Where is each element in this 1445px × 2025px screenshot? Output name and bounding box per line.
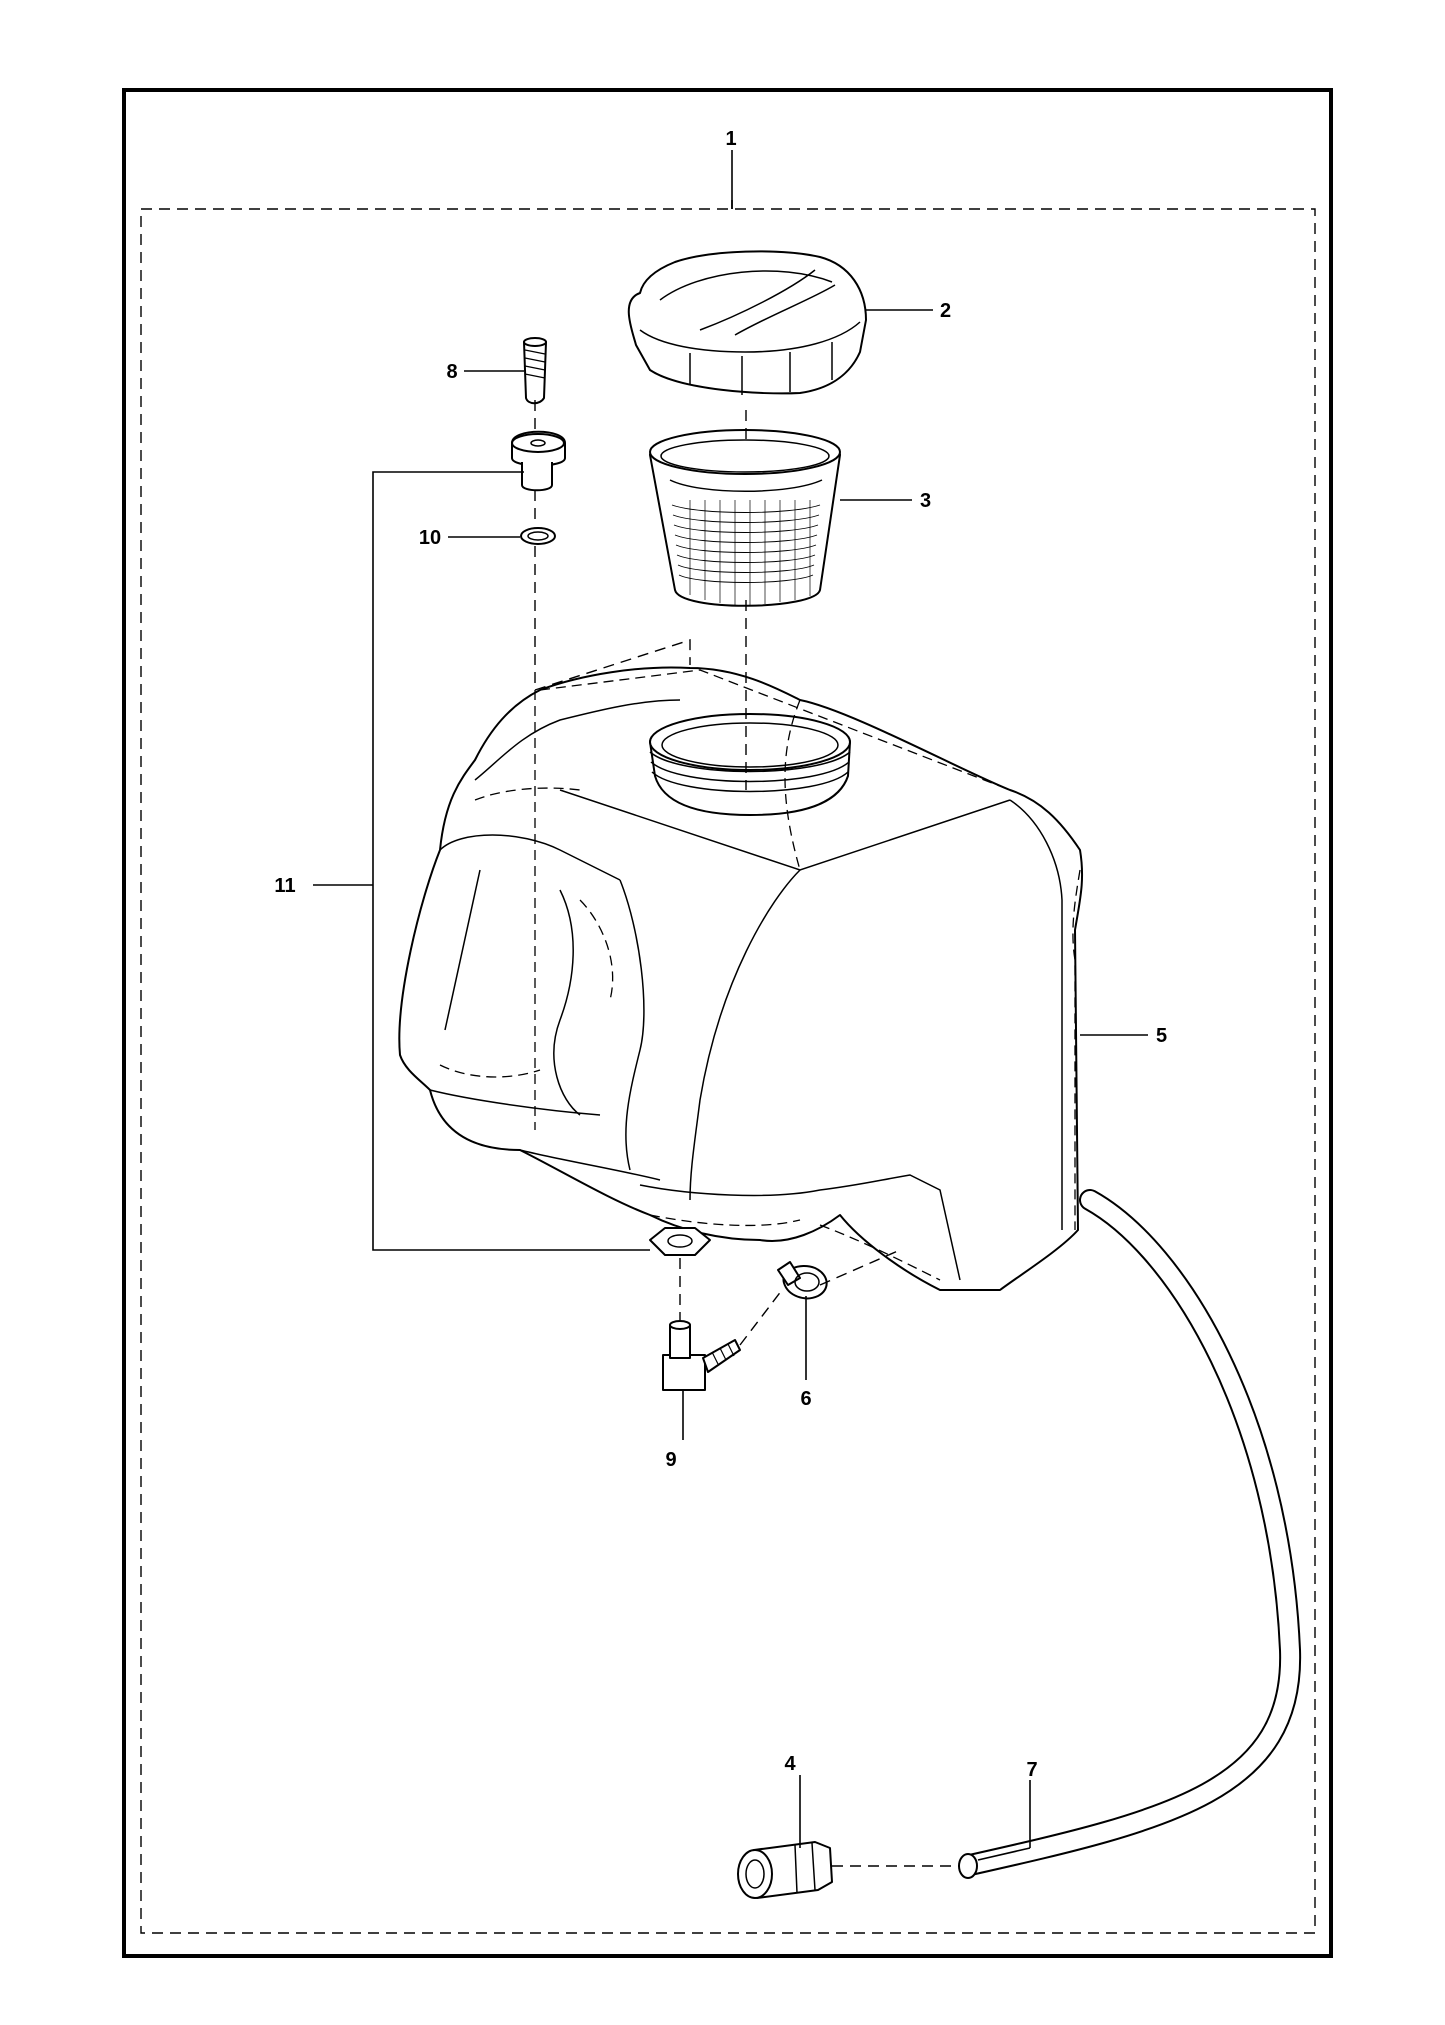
outer-frame — [122, 88, 1333, 1958]
elbow-fitting — [662, 1320, 741, 1391]
tank — [398, 666, 1084, 1291]
hex-nut — [649, 1227, 711, 1256]
hose-clamp — [777, 1261, 828, 1300]
callout-9: 9 — [665, 1449, 676, 1471]
strainer-basket — [649, 429, 841, 607]
callouts: 1 2 3 4 5 6 7 8 9 10 11 — [274, 128, 1167, 1781]
filter-connector — [737, 1841, 833, 1899]
hose — [958, 1189, 1302, 1879]
screw — [523, 337, 547, 405]
assembly-lines — [534, 200, 960, 1867]
callout-5: 5 — [1156, 1025, 1167, 1047]
filler-cap — [627, 250, 867, 395]
callout-1: 1 — [725, 128, 736, 150]
callout-8: 8 — [446, 361, 457, 383]
o-ring — [520, 527, 556, 545]
callout-7: 7 — [1026, 1759, 1037, 1781]
callout-6: 6 — [800, 1388, 811, 1410]
kit-boundary — [140, 208, 1316, 1934]
callout-11: 11 — [274, 875, 295, 897]
callout-4: 4 — [784, 1753, 796, 1775]
leader-lines — [313, 150, 1148, 1861]
callout-2: 2 — [940, 300, 951, 322]
callout-10: 10 — [419, 527, 441, 549]
bushing — [511, 430, 566, 492]
callout-3: 3 — [920, 490, 931, 512]
